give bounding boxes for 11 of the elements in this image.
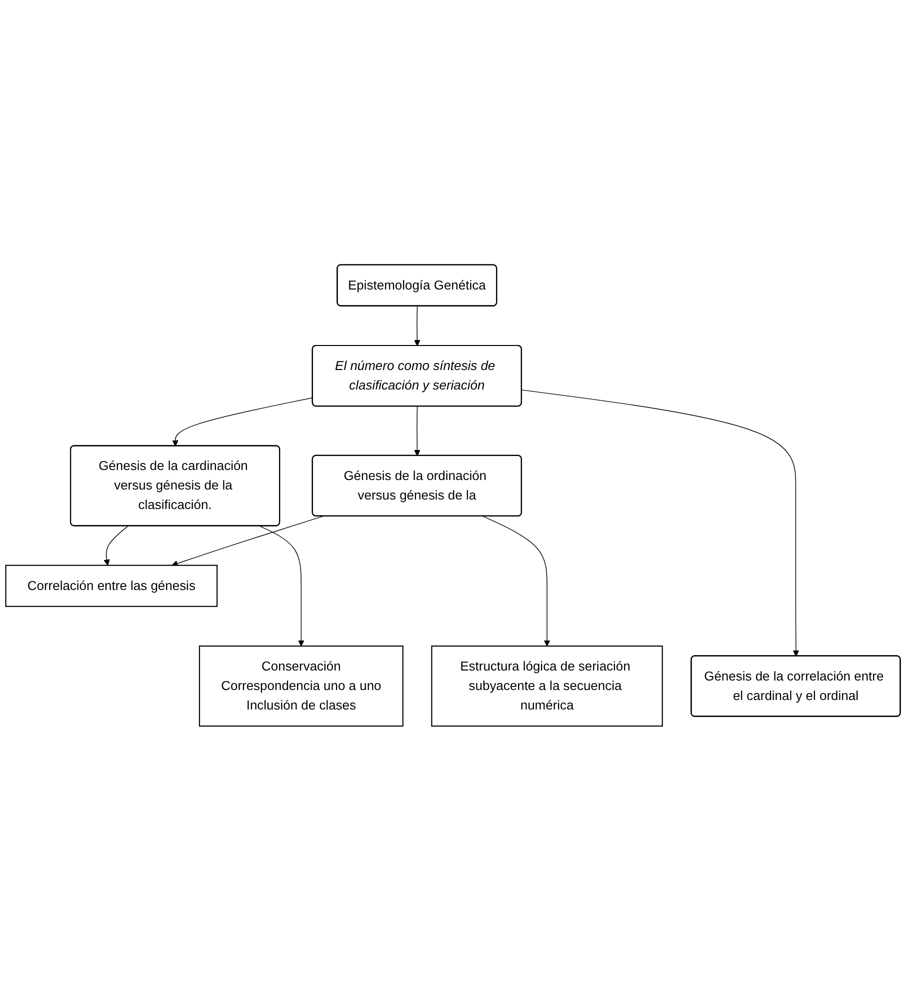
node-box: Conservación Correspondencia uno a uno Inclusión de clases [198,645,404,726]
node-box: Estructura lógica de seriación subyacente a la secuencia numérica [431,645,663,726]
arrow [172,516,324,566]
arrow [482,516,550,646]
arrow [172,397,314,446]
arrow [414,305,420,346]
arrow [521,389,800,656]
arrow [104,525,128,566]
arrow [259,525,304,646]
arrow [414,406,420,456]
node-box: Correlación entre las génesis [5,564,218,607]
